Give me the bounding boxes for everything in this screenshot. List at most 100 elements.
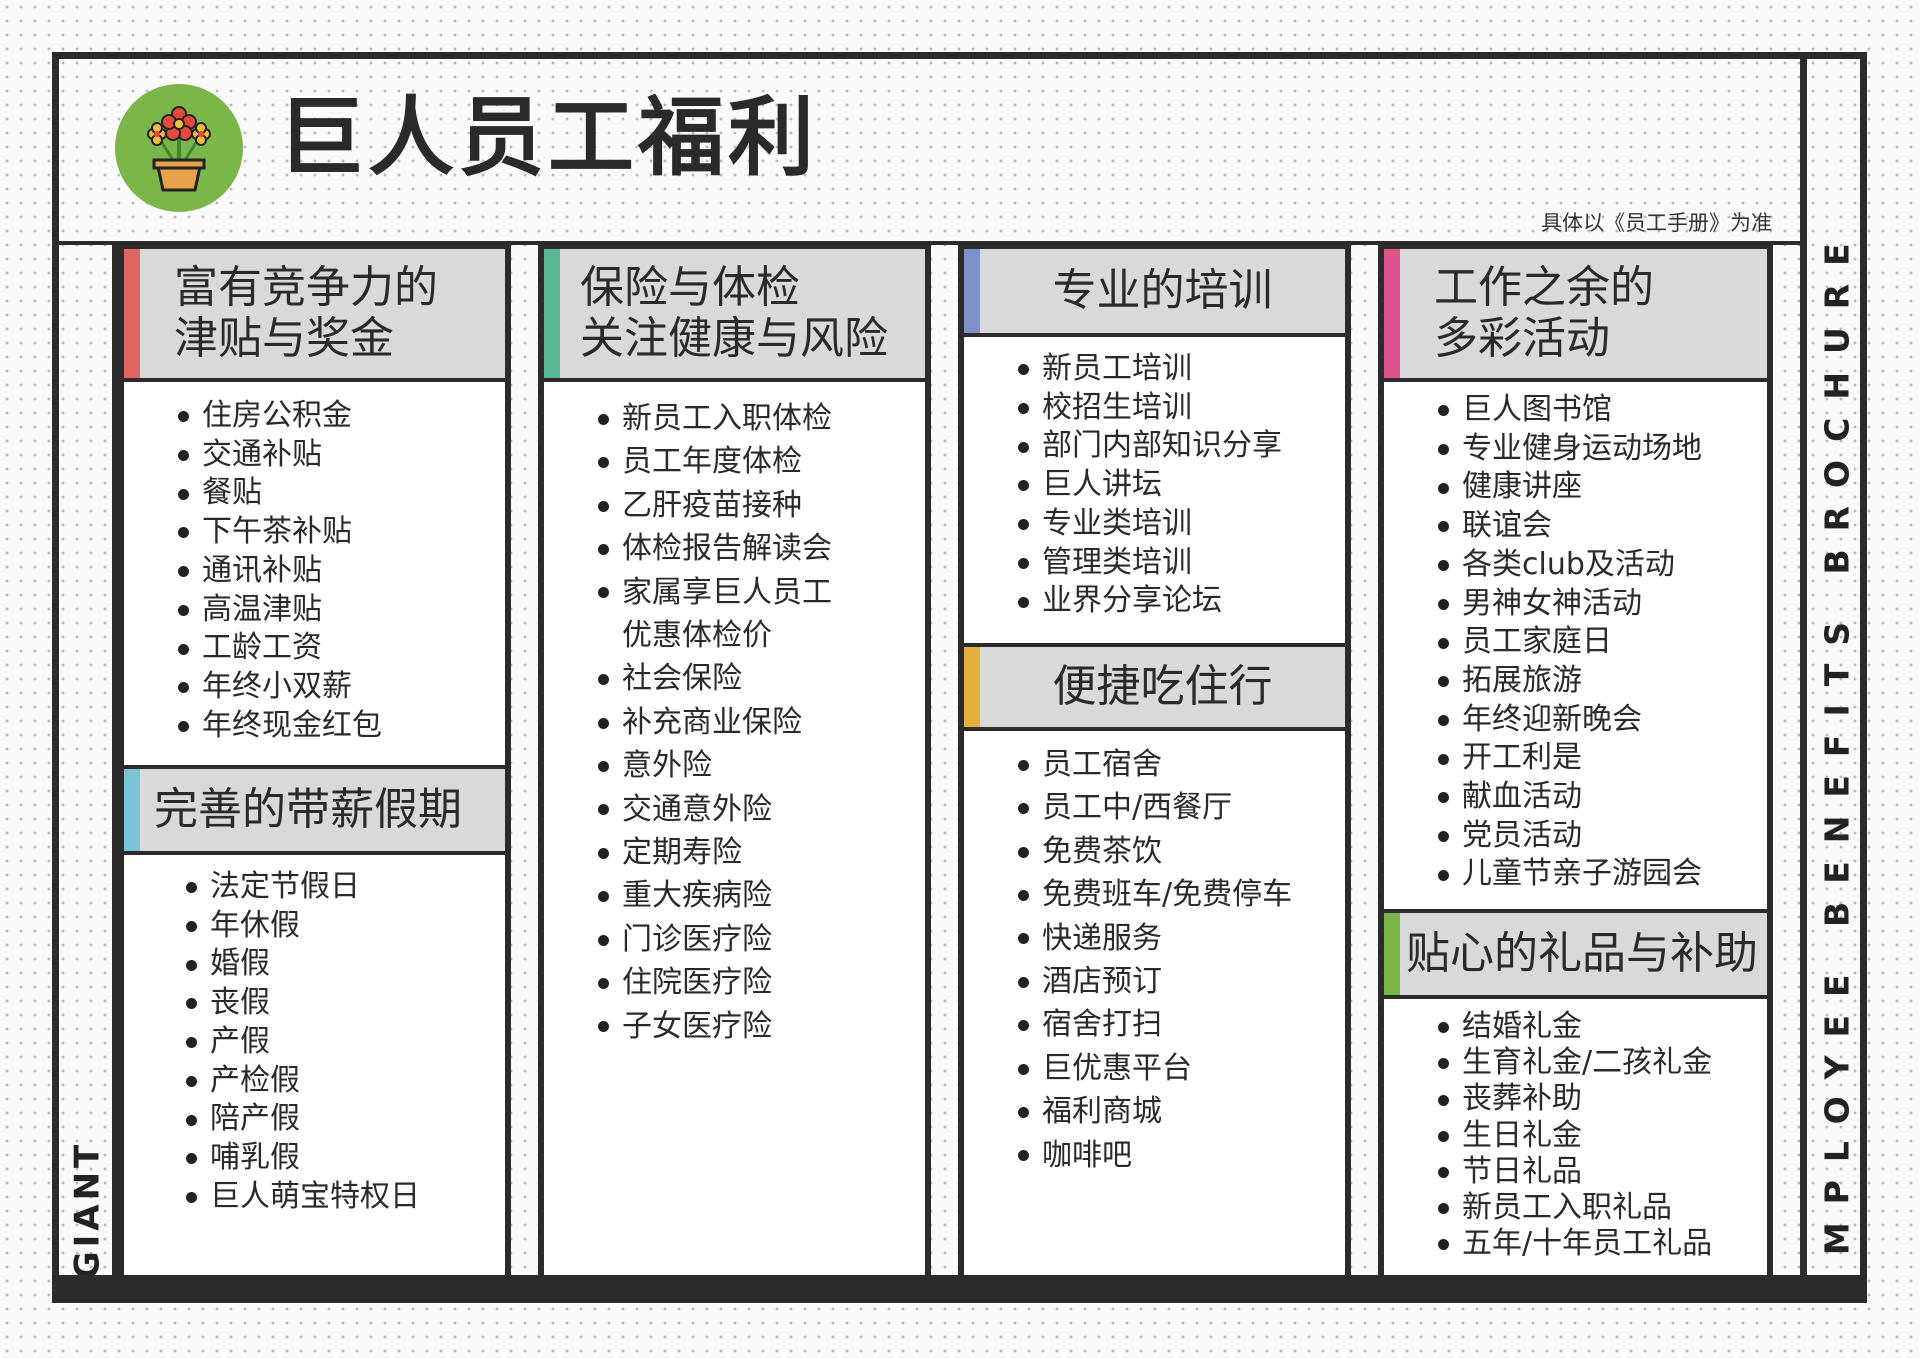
list-item: 重大疾病险	[598, 874, 832, 917]
list-item: 巨人讲坛	[1018, 466, 1282, 505]
list-item: 拓展旅游	[1438, 662, 1702, 701]
title-line: 工作之余的	[1434, 261, 1654, 313]
list-item: 定期寿险	[598, 831, 832, 874]
list-item: 巨优惠平台	[1018, 1047, 1292, 1090]
list-item: 巨人图书馆	[1438, 391, 1702, 430]
list-item: 员工年度体检	[598, 440, 832, 483]
brand-text: GIANT	[67, 1140, 107, 1280]
list-item-continued: 优惠体检价	[622, 618, 772, 654]
bottom-bar	[52, 1275, 1867, 1303]
brand-logo: GIANT	[62, 1141, 112, 1280]
side-strip-divider	[1800, 52, 1807, 1282]
list-item: 年终现金红包	[178, 707, 382, 746]
list-item: 新员工入职体检	[598, 397, 832, 440]
list-item: 联谊会	[1438, 507, 1702, 546]
flower-pot-icon	[115, 84, 243, 212]
accent-bar	[1384, 913, 1400, 995]
list-item: 工龄工资	[178, 629, 382, 668]
list-item: 年终迎新晚会	[1438, 701, 1702, 740]
column-training-living: 专业的培训 新员工培训 校招生培训 部门内部知识分享 巨人讲坛 专业类培训 管理…	[958, 245, 1351, 1280]
list-item: 门诊医疗险	[598, 918, 832, 961]
side-caption: EMPLOYEE BENEFITS BROCHURE	[1808, 225, 1866, 1295]
list-item: 年休假	[186, 907, 420, 946]
list-item: 宿舍打扫	[1018, 1003, 1292, 1046]
list-item: 家属享巨人员工	[598, 571, 832, 614]
section-title-training: 专业的培训	[1052, 264, 1273, 316]
list-item: 住院医疗险	[598, 961, 832, 1004]
column-activities-gifts: 工作之余的 多彩活动 巨人图书馆 专业健身运动场地 健康讲座 联谊会 各类clu…	[1378, 245, 1773, 1280]
list-item: 体检报告解读会	[598, 527, 832, 570]
section-header-training: 专业的培训	[964, 245, 1345, 337]
list-item: 年终小双薪	[178, 668, 382, 707]
list-item: 专业类培训	[1018, 505, 1282, 544]
list-item: 部门内部知识分享	[1018, 427, 1282, 466]
list-item: 社会保险	[598, 657, 832, 700]
list-item: 开工利是	[1438, 739, 1702, 778]
list-item: 节日礼品	[1438, 1154, 1712, 1190]
section-header-living: 便捷吃住行	[964, 643, 1345, 731]
column-allowance-leave: 富有竞争力的 津贴与奖金 住房公积金 交通补贴 餐贴 下午茶补贴 通讯补贴 高温…	[118, 245, 511, 1280]
title-line: 关注健康与风险	[580, 312, 888, 364]
title-line: 多彩活动	[1434, 312, 1610, 364]
side-caption-text: EMPLOYEE BENEFITS BROCHURE	[1817, 224, 1857, 1296]
list-item: 管理类培训	[1018, 544, 1282, 583]
list-item: 员工宿舍	[1018, 743, 1292, 786]
section-header-insurance: 保险与体检 关注健康与风险	[544, 245, 925, 382]
list-item: 快递服务	[1018, 917, 1292, 960]
list-item: 产假	[186, 1023, 420, 1062]
page-title: 巨人员工福利	[278, 88, 818, 188]
list-item: 产检假	[186, 1062, 420, 1101]
section-title-gifts: 贴心的礼品与补助	[1406, 927, 1758, 979]
section-title-living: 便捷吃住行	[1052, 660, 1273, 712]
list-item: 党员活动	[1438, 817, 1702, 856]
activities-list: 巨人图书馆 专业健身运动场地 健康讲座 联谊会 各类club及活动 男神女神活动…	[1438, 391, 1702, 894]
list-item: 校招生培训	[1018, 389, 1282, 428]
list-item: 高温津贴	[178, 591, 382, 630]
section-header-activities: 工作之余的 多彩活动	[1384, 245, 1767, 382]
list-item: 免费班车/免费停车	[1018, 873, 1292, 916]
section-title-activities: 工作之余的 多彩活动	[1384, 261, 1654, 364]
list-item: 丧假	[186, 984, 420, 1023]
handbook-note: 具体以《员工手册》为准	[1541, 211, 1772, 235]
title-line: 津贴与奖金	[174, 312, 394, 364]
list-item: 通讯补贴	[178, 552, 382, 591]
list-item: 酒店预订	[1018, 960, 1292, 1003]
column-insurance: 保险与体检 关注健康与风险 新员工入职体检 员工年度体检 乙肝疫苗接种 体检报告…	[538, 245, 931, 1280]
section-title-leave: 完善的带薪假期	[154, 783, 462, 835]
list-item: 住房公积金	[178, 397, 382, 436]
leave-list: 法定节假日 年休假 婚假 丧假 产假 产检假 陪产假 哺乳假 巨人萌宝特权日	[186, 868, 420, 1216]
list-item: 员工家庭日	[1438, 623, 1702, 662]
accent-bar	[544, 249, 560, 378]
list-item: 生日礼金	[1438, 1118, 1712, 1154]
left-strip-divider	[112, 245, 118, 1280]
list-item: 子女医疗险	[598, 1005, 832, 1048]
list-item: 儿童节亲子游园会	[1438, 855, 1702, 894]
list-item: 交通意外险	[598, 788, 832, 831]
list-item: 下午茶补贴	[178, 513, 382, 552]
list-item: 专业健身运动场地	[1438, 430, 1702, 469]
list-item: 新员工培训	[1018, 350, 1282, 389]
list-item: 法定节假日	[186, 868, 420, 907]
list-item: 免费茶饮	[1018, 830, 1292, 873]
gifts-list: 结婚礼金 生育礼金/二孩礼金 丧葬补助 生日礼金 节日礼品 新员工入职礼品 五年…	[1438, 1009, 1712, 1262]
list-item: 结婚礼金	[1438, 1009, 1712, 1045]
list-item: 咖啡吧	[1018, 1134, 1292, 1177]
section-header-allowance: 富有竞争力的 津贴与奖金	[124, 245, 505, 382]
list-item: 各类club及活动	[1438, 546, 1702, 585]
list-item: 哺乳假	[186, 1139, 420, 1178]
list-item: 餐贴	[178, 474, 382, 513]
list-item: 健康讲座	[1438, 468, 1702, 507]
list-item: 男神女神活动	[1438, 585, 1702, 624]
list-item: 意外险	[598, 744, 832, 787]
list-item: 员工中/西餐厅	[1018, 786, 1292, 829]
list-item: 丧葬补助	[1438, 1081, 1712, 1117]
title-line: 保险与体检	[580, 261, 800, 313]
header-divider	[52, 241, 1804, 245]
list-item: 五年/十年员工礼品	[1438, 1226, 1712, 1262]
list-item: 乙肝疫苗接种	[598, 484, 832, 527]
training-list: 新员工培训 校招生培训 部门内部知识分享 巨人讲坛 专业类培训 管理类培训 业界…	[1018, 350, 1282, 621]
list-item: 补充商业保险	[598, 701, 832, 744]
list-item: 献血活动	[1438, 778, 1702, 817]
accent-bar	[124, 769, 140, 851]
list-item: 福利商城	[1018, 1090, 1292, 1133]
